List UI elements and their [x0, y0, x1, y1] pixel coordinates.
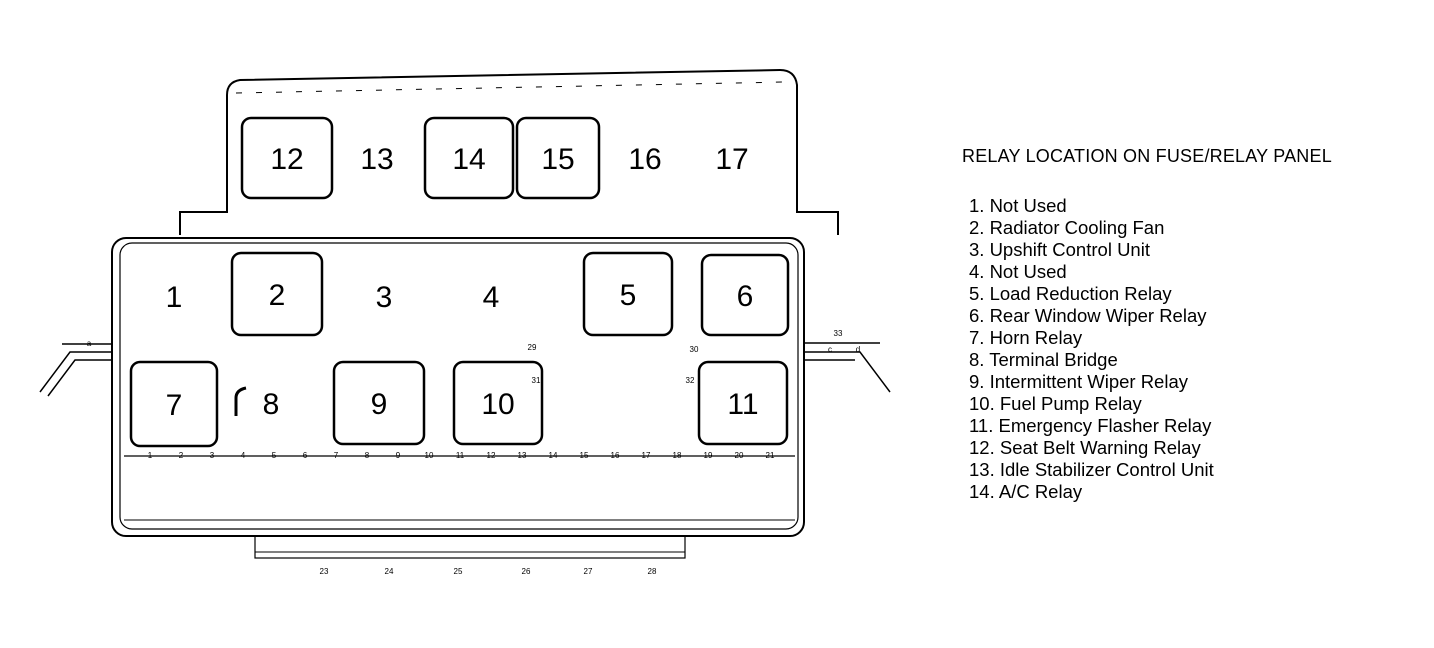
relay-slot-number: 7	[166, 389, 183, 422]
misc-label: d	[856, 345, 860, 354]
legend-item: 13. Idle Stabilizer Control Unit	[969, 459, 1214, 480]
relay-slot-number: 8	[263, 388, 280, 421]
legend-title: RELAY LOCATION ON FUSE/RELAY PANEL	[962, 146, 1332, 166]
relay-legend: RELAY LOCATION ON FUSE/RELAY PANEL 1. No…	[962, 146, 1332, 503]
relay-slot-number: 1	[166, 281, 183, 314]
fuse-number: 8	[365, 451, 370, 460]
relay-slot-number: 16	[628, 143, 661, 176]
legend-item: 2. Radiator Cooling Fan	[969, 217, 1165, 238]
legend-item: 1. Not Used	[969, 195, 1067, 216]
fuse-number: 9	[396, 451, 401, 460]
bottom-connector-strip	[254, 535, 686, 559]
relay-slot-number: 10	[481, 388, 514, 421]
upper-block-outline	[179, 68, 839, 235]
left-wire-stub	[39, 343, 112, 397]
fuse-number: 2	[179, 451, 184, 460]
legend-item: 11. Emergency Flasher Relay	[969, 415, 1212, 436]
relay-slot-box	[423, 116, 515, 200]
terminal-bridge-bracket	[234, 386, 247, 416]
misc-label: c	[828, 345, 832, 354]
fuse-number: 13	[518, 451, 527, 460]
relay-slot-number: 4	[483, 281, 500, 314]
legend-item: 4. Not Used	[969, 261, 1067, 282]
relay-slot-box	[129, 360, 219, 448]
relay-slot-box	[240, 116, 334, 200]
fuse-number: 7	[334, 451, 339, 460]
misc-label: a	[87, 339, 92, 348]
fuse-number: 20	[735, 451, 744, 460]
misc-label: 32	[686, 376, 695, 385]
fuse-number: 16	[611, 451, 620, 460]
legend-item: 5. Load Reduction Relay	[969, 283, 1172, 304]
relay-slot-box	[582, 251, 674, 337]
fuse-number: 17	[642, 451, 651, 460]
relay-slot-number: 2	[269, 279, 286, 312]
relay-slot-number: 11	[727, 388, 758, 421]
fuse-number: 21	[766, 451, 775, 460]
fuse-number: 5	[272, 451, 277, 460]
fuse-number: 15	[580, 451, 589, 460]
legend-item: 7. Horn Relay	[969, 327, 1083, 348]
fuse-number: 3	[210, 451, 215, 460]
relay-slot-box	[700, 253, 790, 337]
misc-label: 33	[834, 329, 843, 338]
relay-slot-box	[515, 116, 601, 200]
relay-slot-number: 15	[541, 143, 574, 176]
fuse-number: 6	[303, 451, 308, 460]
relay-slot-number: 9	[371, 388, 388, 421]
misc-label: 29	[528, 343, 537, 352]
fuse-number: 14	[549, 451, 558, 460]
relay-slot-number: 17	[715, 143, 748, 176]
legend-item: 12. Seat Belt Warning Relay	[969, 437, 1201, 458]
relay-slot-number: 3	[376, 281, 393, 314]
connector-number: 25	[454, 567, 463, 576]
legend-item: 9. Intermittent Wiper Relay	[969, 371, 1188, 392]
misc-label: 30	[690, 345, 699, 354]
relay-slot-box	[230, 251, 324, 337]
relay-slot-number: 5	[620, 279, 637, 312]
relay-slot-box	[697, 360, 789, 446]
relay-slot-number: 13	[360, 143, 393, 176]
fuse-number: 18	[673, 451, 682, 460]
connector-number: 26	[522, 567, 531, 576]
fuse-number: 1	[148, 451, 153, 460]
fuse-number: 12	[487, 451, 496, 460]
right-wire-stub	[804, 342, 891, 393]
legend-item: 6. Rear Window Wiper Relay	[969, 305, 1207, 326]
connector-number: 23	[320, 567, 329, 576]
legend-item: 14. A/C Relay	[969, 481, 1083, 502]
connector-number: 27	[584, 567, 593, 576]
legend-item: 3. Upshift Control Unit	[969, 239, 1150, 260]
relay-slot-box	[452, 360, 544, 446]
misc-label: 31	[532, 376, 541, 385]
fuse-number: 19	[704, 451, 713, 460]
legend-item: 10. Fuel Pump Relay	[969, 393, 1142, 414]
relay-slot-number: 6	[737, 280, 754, 313]
relay-slot-box	[332, 360, 426, 446]
legend-item: 8. Terminal Bridge	[969, 349, 1118, 370]
relay-slot-number: 14	[452, 143, 485, 176]
fuse-number: 10	[425, 451, 434, 460]
fuse-number: 11	[456, 451, 465, 460]
fuse-number: 4	[241, 451, 246, 460]
connector-number: 24	[385, 567, 394, 576]
connector-number: 28	[648, 567, 657, 576]
relay-slot-number: 12	[270, 143, 303, 176]
